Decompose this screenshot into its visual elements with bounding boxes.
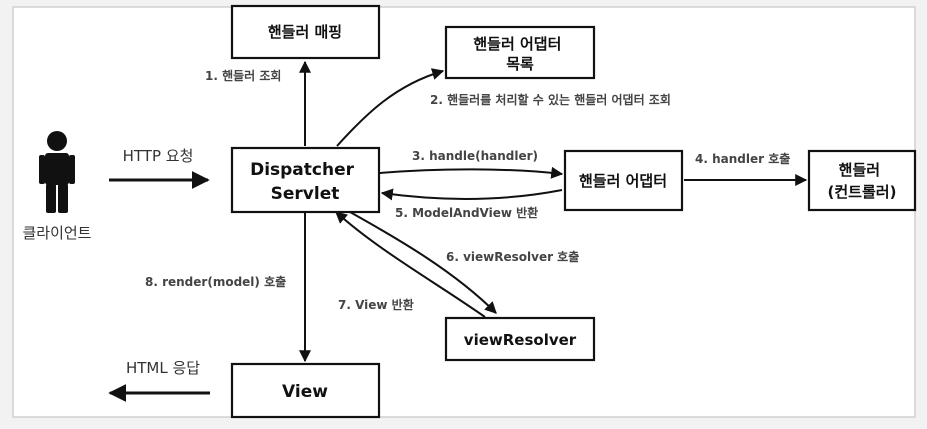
step3-label: 3. handle(handler) (412, 149, 538, 163)
step2-label: 2. 핸들러를 처리할 수 있는 핸들러 어댑터 조회 (430, 92, 671, 107)
client-person-icon (39, 131, 75, 213)
node-handler-controller-label: 핸들러 (컨트롤러) (828, 161, 897, 201)
node-handler-mapping: 핸들러 매핑 (230, 4, 381, 60)
edge-view-return (335, 211, 486, 318)
step6-label: 6. viewResolver 호출 (446, 249, 579, 264)
edge-modelandview-return (380, 188, 563, 201)
node-dispatcher-servlet: Dispatcher Servlet (230, 146, 381, 214)
step8-label: 8. render(model) 호출 (145, 274, 286, 289)
client-label: 클라이언트 (22, 224, 91, 242)
edge-layer (108, 60, 808, 402)
step4-label: 4. handler 호출 (695, 151, 790, 166)
http-request-label: HTTP 요청 (123, 147, 194, 165)
node-view-resolver: viewResolver (444, 316, 596, 362)
node-view-label: View (282, 382, 328, 402)
node-dispatcher-servlet-label: Dispatcher Servlet (250, 160, 360, 204)
step7-label: 7. View 반환 (338, 297, 414, 312)
step1-label: 1. 핸들러 조회 (205, 68, 281, 83)
edge-adapter-lookup (336, 68, 445, 147)
edge-viewresolver-call (349, 211, 497, 314)
node-view: View (230, 362, 381, 419)
node-handler-controller: 핸들러 (컨트롤러) (807, 149, 917, 212)
node-handler-adapter-label: 핸들러 어댑터 (579, 172, 667, 190)
edge-handle-call (379, 166, 564, 179)
node-handler-mapping-label: 핸들러 매핑 (268, 23, 342, 41)
html-response-label: HTML 응답 (126, 359, 200, 377)
node-handler-adapter-list: 핸들러 어댑터 목록 (444, 25, 596, 80)
node-view-resolver-label: viewResolver (464, 331, 577, 349)
step5-label: 5. ModelAndView 반환 (395, 205, 538, 220)
node-handler-adapter-list-label: 핸들러 어댑터 목록 (473, 35, 566, 73)
node-handler-adapter: 핸들러 어댑터 (563, 149, 684, 212)
